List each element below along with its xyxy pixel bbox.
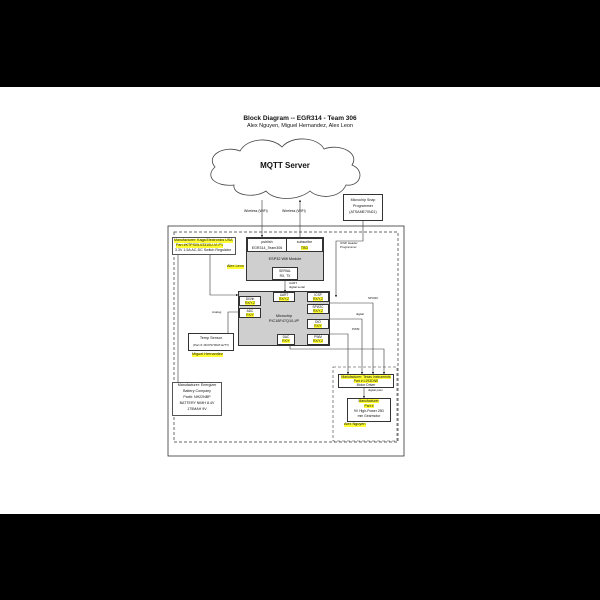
mcu-icsp-label: ICSP <box>314 293 322 297</box>
spi-line <box>330 302 375 375</box>
power-manufacturer: Manufacturer: Kaga Electronics USA <box>174 238 233 243</box>
publish-box: publish EGR314_Team306 <box>247 238 287 252</box>
mcu-spi-label: SPI/I2C <box>312 305 324 309</box>
diagram-page: Block Diagram -- EGR314 - Team 306 Alex … <box>0 87 600 514</box>
mcu-dio-pin: RX/Y <box>314 324 322 328</box>
motor-driver-box: Manufacturer: Texas Instruments Part #:L… <box>338 374 394 388</box>
mcu-pwm-box: PWM RX/Y,Z <box>307 334 329 345</box>
mcu-adc-pin: RX/Y <box>246 313 254 317</box>
programmer-box: Microchip Snap Programmer (ATSAME70N21) <box>343 194 383 221</box>
analog-note: Analog <box>212 310 222 314</box>
power-desc: 3.3V 1.5A AC-DC Switch Regulator <box>175 248 231 252</box>
subscribe-box: subscribe TBD <box>286 238 323 252</box>
gearmotor-box: Manufacturer: Part # 9V High-Power 25D m… <box>347 398 391 422</box>
battery-box: Manufacturer: Energizer Battery Company … <box>172 382 222 416</box>
mcu-dig-label: DI/Vin <box>245 297 255 301</box>
temp-sensor-box: Temp Sensor (Part #: MCP9700AT-E/TT) <box>188 333 234 351</box>
dashed-boundary <box>173 231 399 443</box>
mcu-dac-label: DAC <box>282 335 290 339</box>
temp-owner: Miguel Hernandez <box>192 352 223 357</box>
mcu-icsp-pin: RX/Y,Z <box>313 297 323 301</box>
driver-manufacturer: Manufacturer: Texas Instruments <box>341 375 391 379</box>
mcu-spi-pin: RX/Y,Z <box>313 309 323 313</box>
programmer-line3: (ATSAME70N21) <box>349 210 377 214</box>
uart-note: UART <box>289 281 298 285</box>
esp-serial-label: SERIAL <box>278 269 292 273</box>
wifi-label-left: Wireless (WiFi) <box>244 209 268 213</box>
programmer-note: Programmer <box>340 245 357 249</box>
digital-pwm-note: digital pwm <box>368 388 384 392</box>
mcu-adc-box: ADC RX/Y <box>239 308 261 318</box>
mcu-pwm-label: PWM <box>314 335 322 339</box>
mcu-uart-box: UART RX/Y,Z <box>273 292 295 302</box>
diagram-title: Block Diagram -- EGR314 - Team 306 <box>243 115 357 122</box>
temp-sensor-name: Temp Sensor <box>199 336 223 340</box>
programmer-line1: Microchip Snap <box>350 198 376 202</box>
driver-desc: Motor Driver <box>356 383 376 387</box>
motor-manufacturer: Manufacturer: <box>358 399 380 403</box>
mcu-spi-box: SPI/I2C RX/Y,Z <box>307 304 329 314</box>
mcu-dio-label: DIO <box>315 320 321 324</box>
mqtt-server-label: MQTT Server <box>260 161 310 170</box>
motor-owner: Alex Nguyen <box>344 422 366 427</box>
mqtt-cloud-shape <box>210 138 361 199</box>
esp-module-label: ESP32 Wifi Module <box>268 257 302 261</box>
driver-dashed-region <box>332 366 398 442</box>
mcu-dig-box: DI/Vin RX/Y,Z <box>239 296 261 306</box>
mcu-uart-pin: RX/Y,Z <box>279 297 289 301</box>
mcu-pwm-pin: RX/Y,Z <box>313 339 323 343</box>
subscribe-label: subscribe <box>296 240 313 244</box>
digital-note: digital <box>356 312 364 316</box>
digital-serial-note: digital serial <box>289 285 305 289</box>
battery-desc1: BATTERY NIMH 8.4V <box>179 401 215 405</box>
wifi-label-right: Wireless (WiFi) <box>282 209 306 213</box>
power-part: Part #KTPS05-03310U-VI-P1 <box>176 243 223 248</box>
mcu-box: Microchip PIC18F47Q10-I/P UART RX/Y,Z IC… <box>238 291 330 346</box>
dac-line <box>289 342 386 375</box>
esp-rxtx-label: RX, TX <box>279 274 291 278</box>
outer-boundary <box>167 225 405 457</box>
mcu-uart-label: UART <box>279 293 289 297</box>
mcu-dac-pin: RX/Y <box>282 339 290 343</box>
spi-note: SPI/I2C <box>368 296 379 300</box>
pwm-line <box>330 333 350 375</box>
battery-manufacturer: Manufacturer: Energizer <box>177 383 217 387</box>
mcu-icsp-box: ICSP RX/Y,Z <box>307 292 329 302</box>
mcu-dig-pin: RX/Y,Z <box>245 301 255 305</box>
programmer-line2: Programmer <box>353 204 373 208</box>
mcu-adc-label: ADC <box>246 309 254 313</box>
motor-desc2: mm Gearmotor <box>357 414 381 418</box>
power-line <box>209 255 239 297</box>
battery-desc2: 175MAH 9V <box>187 407 207 411</box>
battery-company: Battery Company <box>183 389 211 393</box>
battery-line <box>177 248 187 387</box>
motor-part: Part # <box>364 404 374 408</box>
esp32-module-box: publish EGR314_Team306 subscribe TBD ESP… <box>246 237 324 281</box>
publish-topic: EGR314_Team306 <box>251 246 283 250</box>
temp-sensor-part: (Part #: MCP9700AT-E/TT) <box>193 343 229 347</box>
battery-part: Part#: NH22NBP <box>183 395 211 399</box>
esp-serial-box: SERIAL RX, TX <box>272 267 298 280</box>
motor-desc1: 9V High-Power 25D <box>354 409 384 413</box>
subscribe-topic: TBD <box>300 246 309 250</box>
publish-label: publish <box>261 240 273 244</box>
pwm-note: PWM <box>352 327 360 331</box>
programmer-line <box>334 221 364 298</box>
mcu-name: Microchip <box>275 314 293 318</box>
mcu-dac-box: DAC RX/Y <box>277 334 295 345</box>
icsp-note: ICSP Header <box>340 241 358 245</box>
esp-owner: Alex Leon <box>227 264 244 269</box>
driver-part: Part #:L293DNE <box>353 379 379 383</box>
diagram-authors: Alex Nguyen, Miguel Hernandez, Alex Leon <box>246 123 354 129</box>
mcu-part: PIC18F47Q10-I/P <box>268 319 300 323</box>
power-regulator-box: Manufacturer: Kaga Electronics USA Part … <box>172 237 236 255</box>
mcu-dio-box: DIO RX/Y <box>307 319 329 329</box>
digital-line <box>330 318 364 375</box>
